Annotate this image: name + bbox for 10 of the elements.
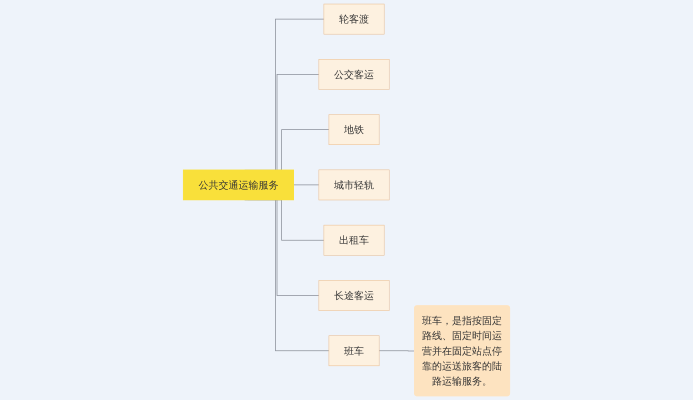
node-box: 公交客运 <box>318 59 390 90</box>
node-box: 公共交通运输服务 <box>182 170 294 200</box>
node-box: 班车 <box>328 335 380 366</box>
node-box: 长途客运 <box>318 280 390 311</box>
node-box: 城市轻轨 <box>318 170 390 200</box>
node-box: 轮客渡 <box>324 4 384 34</box>
connector <box>293 184 320 186</box>
node-box: 地铁 <box>328 114 380 145</box>
node-box: 出租车 <box>324 224 384 256</box>
connector <box>378 350 415 352</box>
